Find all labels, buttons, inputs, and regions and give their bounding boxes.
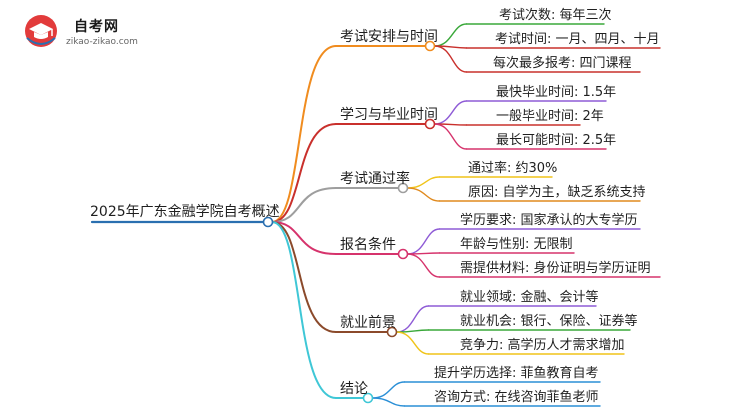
branch-node-circle bbox=[397, 248, 409, 260]
branch-node-circle bbox=[386, 326, 398, 338]
logo-subtitle: zikao-zikao.com bbox=[66, 37, 138, 47]
branch-label-career: 就业前景 bbox=[340, 315, 396, 331]
site-logo[interactable]: 自考网 zikao-zikao.com bbox=[24, 12, 144, 52]
branch-connector bbox=[271, 221, 337, 333]
leaf-career-opportunities: 就业机会: 银行、保险、证券等 bbox=[460, 314, 638, 329]
leaf-exam-count: 考试次数: 每年三次 bbox=[499, 8, 612, 23]
branch-label-study-time: 学习与毕业时间 bbox=[340, 107, 438, 123]
branch-node-circle bbox=[362, 392, 374, 404]
root-node-label: 2025年广东金融学院自考概述 bbox=[90, 204, 280, 220]
branch-label-pass-rate: 考试通过率 bbox=[340, 171, 410, 187]
logo-title: 自考网 bbox=[74, 19, 119, 35]
branch-node-circle bbox=[397, 182, 409, 194]
leaf-connector bbox=[433, 100, 468, 125]
branch-connector bbox=[271, 221, 337, 399]
leaf-upgrade-choice: 提升学历选择: 菲鱼教育自考 bbox=[434, 366, 599, 381]
leaf-typical-graduation: 一般毕业时间: 2年 bbox=[496, 109, 604, 124]
leaf-required-documents: 需提供材料: 身份证明与学历证明 bbox=[460, 261, 651, 276]
leaf-connector bbox=[406, 253, 441, 278]
graduation-cap-icon bbox=[25, 15, 57, 47]
leaf-age-gender: 年龄与性别: 无限制 bbox=[460, 237, 573, 252]
leaf-connector bbox=[406, 187, 441, 202]
leaf-connector bbox=[371, 397, 406, 407]
leaf-education-requirement: 学历要求: 国家承认的大专学历 bbox=[460, 213, 638, 228]
branch-connector bbox=[271, 187, 337, 223]
leaf-career-fields: 就业领域: 金融、会计等 bbox=[460, 290, 599, 305]
leaf-pass-rate-reason: 原因: 自学为主，缺乏系统支持 bbox=[468, 185, 646, 200]
leaf-longest-graduation: 最长可能时间: 2.5年 bbox=[496, 133, 617, 148]
branch-connector bbox=[271, 221, 337, 255]
leaf-pass-rate: 通过率: 约30% bbox=[468, 161, 558, 176]
branch-label-schedule: 考试安排与时间 bbox=[340, 29, 438, 45]
leaf-connector bbox=[395, 305, 430, 333]
root-node-circle bbox=[262, 216, 274, 228]
branch-connector bbox=[271, 45, 337, 223]
branch-node-circle bbox=[424, 118, 436, 130]
leaf-connector bbox=[371, 381, 406, 399]
leaf-connector bbox=[406, 228, 441, 255]
leaf-consult-method: 咨询方式: 在线咨询菲鱼老师 bbox=[434, 390, 599, 405]
leaf-connector bbox=[433, 23, 468, 47]
branch-connector bbox=[271, 123, 337, 223]
leaf-competitiveness: 竞争力: 高学历人才需求增加 bbox=[460, 338, 625, 353]
leaf-connector bbox=[433, 123, 468, 150]
branch-label-requirements: 报名条件 bbox=[340, 237, 396, 253]
leaf-max-courses: 每次最多报考: 四门课程 bbox=[493, 56, 632, 71]
leaf-exam-months: 考试时间: 一月、四月、十月 bbox=[495, 32, 660, 47]
leaf-connector bbox=[395, 331, 430, 355]
branch-node-circle bbox=[424, 40, 436, 52]
leaf-fastest-graduation: 最快毕业时间: 1.5年 bbox=[496, 85, 617, 100]
leaf-connector bbox=[433, 45, 468, 73]
branch-label-conclusion: 结论 bbox=[340, 381, 368, 397]
leaf-connector bbox=[406, 176, 441, 189]
